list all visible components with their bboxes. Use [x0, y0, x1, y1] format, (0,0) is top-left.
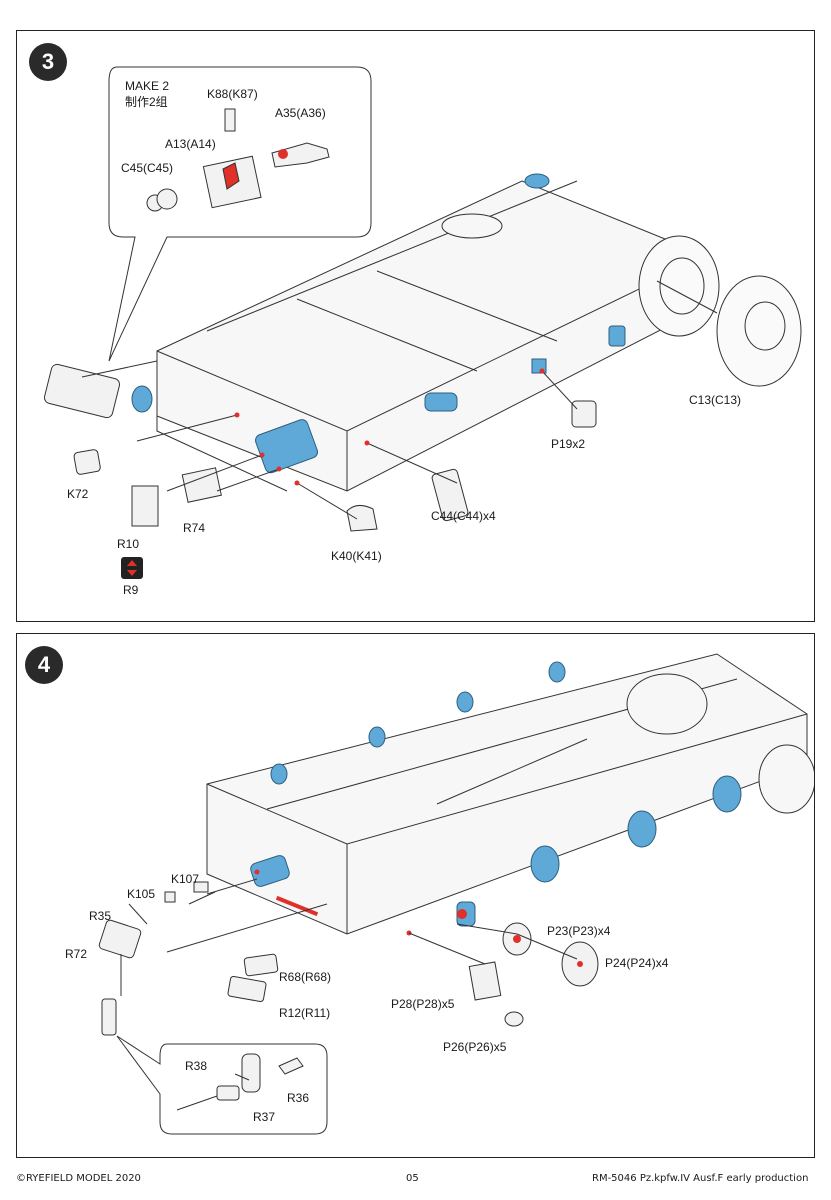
- part-label-a35: A35(A36): [275, 106, 326, 120]
- part-label-c13: C13(C13): [689, 393, 742, 407]
- part-label-p19: P19x2: [551, 437, 586, 451]
- part-label-k72: K72: [67, 487, 89, 501]
- part-label-c44: C44(C44)x4: [431, 509, 496, 523]
- part-label-r68: R68(R68): [279, 970, 332, 984]
- step-3-panel: 3: [16, 30, 815, 622]
- footer-page-number: 05: [406, 1173, 419, 1184]
- part-label-p23: P23(P23)x4: [547, 924, 611, 938]
- part-label-r35: R35: [89, 909, 112, 923]
- part-label-k105: K105: [127, 887, 156, 901]
- step-number-badge: 4: [25, 646, 63, 684]
- part-label-r74: R74: [183, 521, 206, 535]
- footer-product: RM-5046 Pz.kpfw.IV Ausf.F early producti…: [592, 1173, 809, 1184]
- step-3-illustration: [43, 66, 802, 532]
- step-number-badge: 3: [29, 43, 67, 81]
- part-label-r36: R36: [287, 1091, 310, 1105]
- part-label-k40: K40(K41): [331, 549, 382, 563]
- part-label-p26: P26(P26)x5: [443, 1040, 507, 1054]
- part-label-r12: R12(R11): [279, 1006, 331, 1020]
- part-label-r9: R9: [123, 583, 139, 597]
- part-label-r38: R38: [185, 1059, 208, 1073]
- step-4-panel: 4: [16, 633, 815, 1158]
- part-label-r10: R10: [117, 537, 140, 551]
- make-2-label: MAKE 2: [125, 79, 170, 93]
- r9-swap-icon: [121, 557, 143, 579]
- part-label-p24: P24(P24)x4: [605, 956, 669, 970]
- part-label-r72: R72: [65, 947, 88, 961]
- part-label-k88: K88(K87): [207, 87, 258, 101]
- part-label-r37: R37: [253, 1110, 276, 1124]
- footer-copyright: ©RYEFIELD MODEL 2020: [16, 1173, 141, 1184]
- part-label-p28: P28(P28)x5: [391, 997, 455, 1011]
- part-label-k107: K107: [171, 872, 200, 886]
- part-label-c45: C45(C45): [121, 161, 174, 175]
- make-2-label-cn: 制作2组: [125, 95, 168, 109]
- step-4-illustration: [98, 653, 814, 1135]
- part-label-a13: A13(A14): [165, 137, 216, 151]
